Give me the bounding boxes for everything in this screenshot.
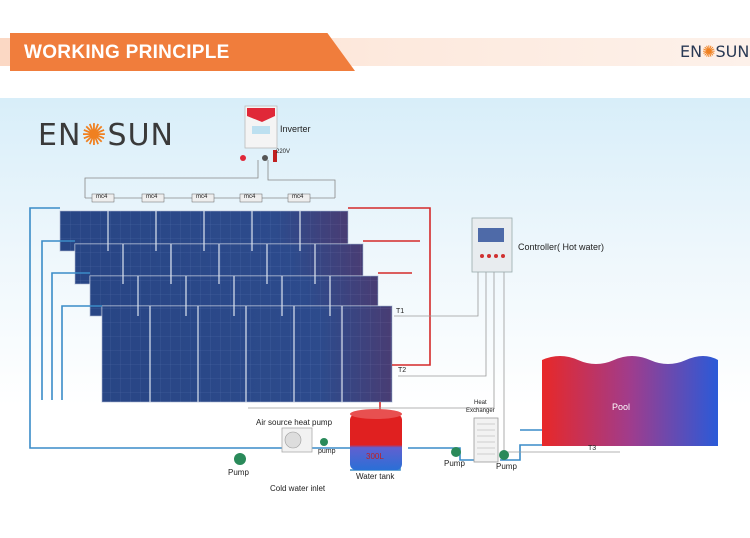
sensor-t3-label: T3: [588, 445, 597, 452]
brand-left: EN: [38, 118, 82, 153]
pool-label: Pool: [612, 402, 631, 412]
sun-icon: ✺: [81, 118, 108, 153]
brand-small-right: SUN: [715, 42, 750, 61]
sensor-t1-label: T1: [396, 308, 405, 315]
brand-small-left: EN: [680, 42, 703, 61]
page-title: WORKING PRINCIPLE: [24, 42, 230, 63]
mc4-label: mc4: [146, 194, 158, 200]
heat-exchanger-label: Exchanger: [466, 408, 495, 414]
pool: [542, 356, 718, 446]
tank-label: Water tank: [356, 472, 395, 481]
inverter-wiring: [84, 160, 336, 199]
cold-water-inlet-label: Cold water inlet: [270, 484, 326, 493]
controller: [471, 217, 513, 273]
heat-exchanger-label: Heat: [474, 400, 487, 406]
header-tab: [10, 33, 355, 71]
pump-left-label: Pump: [228, 468, 249, 477]
tank-volume-label: 300L: [366, 452, 384, 461]
mc4-label: mc4: [292, 194, 304, 200]
sensor-t2-label: T2: [398, 367, 407, 374]
voltage-label: 220V: [276, 149, 291, 155]
heat-exchanger: [473, 417, 499, 463]
mc4-connectors: [91, 193, 311, 203]
mc4-label: mc4: [244, 194, 256, 200]
controller-label: Controller( Hot water): [518, 242, 605, 252]
pump-right-label: Pump: [496, 462, 517, 471]
pump-icon: [234, 438, 509, 465]
inverter-label: Inverter: [280, 124, 311, 134]
brand-logo: EN✺SUN: [38, 118, 174, 153]
brand-logo-small: EN✺SUN: [680, 42, 749, 61]
mc4-label: mc4: [196, 194, 208, 200]
mc4-label: mc4: [96, 194, 108, 200]
pump-mid-label: Pump: [444, 459, 465, 468]
pump-small-label: pump: [318, 448, 336, 455]
air-source-heat-pump: [281, 427, 313, 453]
inverter: [240, 105, 278, 162]
sun-icon: ✺: [702, 42, 716, 61]
water-tank: [350, 409, 402, 470]
brand-right: SUN: [107, 118, 174, 153]
solar-panel-array: [59, 210, 393, 403]
heat-pump-label: Air source heat pump: [256, 418, 333, 427]
